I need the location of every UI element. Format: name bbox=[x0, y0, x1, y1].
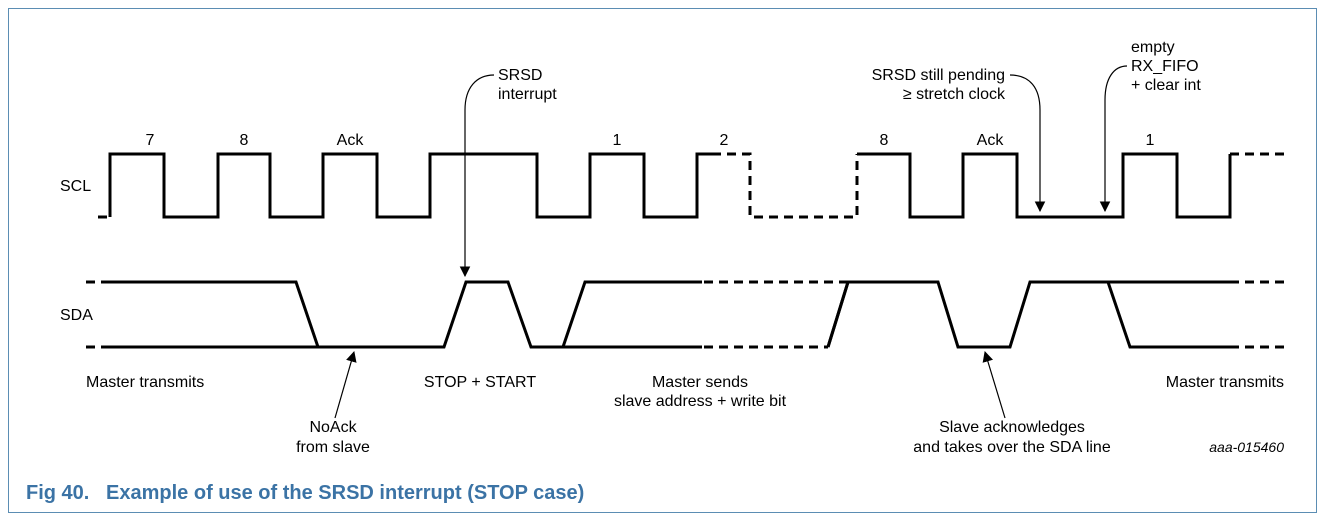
scl-label: SCL bbox=[60, 178, 91, 195]
slave-ack-label-1: Slave acknowledges bbox=[939, 419, 1085, 436]
slave-ack-arrow bbox=[982, 350, 1006, 419]
figure-id: aaa-015460 bbox=[1209, 439, 1284, 455]
noack-arrow bbox=[334, 350, 357, 419]
sda-waveform bbox=[86, 280, 1284, 349]
caption-title: Example of use of the SRSD interrupt (ST… bbox=[106, 482, 585, 504]
slave-ack-label-2: and takes over the SDA line bbox=[913, 439, 1111, 456]
bit-label-ack-b: Ack bbox=[977, 132, 1005, 149]
scl-waveform bbox=[98, 152, 1284, 219]
noack-label-1: NoAck bbox=[309, 419, 357, 436]
srsd-interrupt-label-2: interrupt bbox=[498, 86, 557, 103]
figure-caption: Fig 40. Example of use of the SRSD inter… bbox=[26, 482, 584, 505]
empty-rxfifo-arrow bbox=[1099, 65, 1128, 213]
bit-label-1b: 1 bbox=[1146, 132, 1155, 149]
bit-label-8: 8 bbox=[240, 132, 249, 149]
srsd-interrupt-label-1: SRSD bbox=[498, 67, 542, 84]
bit-label-8b: 8 bbox=[880, 132, 889, 149]
figure-frame bbox=[8, 8, 1317, 513]
caption-number: Fig 40. bbox=[26, 482, 90, 504]
srsd-pending-arrow bbox=[1009, 74, 1046, 213]
timing-diagram: SCL SDA 7 8 Ack 1 2 8 Ack 1 SRSD interru… bbox=[60, 39, 1284, 456]
noack-label-2: from slave bbox=[296, 439, 370, 456]
master-transmits-right: Master transmits bbox=[1166, 374, 1284, 391]
empty-label-2: RX_FIFO bbox=[1131, 58, 1199, 75]
srsd-pending-label-2: ≥ stretch clock bbox=[903, 86, 1006, 103]
master-transmits-left: Master transmits bbox=[86, 374, 204, 391]
srsd-pending-label-1: SRSD still pending bbox=[872, 67, 1005, 84]
empty-label-3: + clear int bbox=[1131, 77, 1201, 94]
master-sends-label-2: slave address + write bit bbox=[614, 393, 787, 410]
stop-start-label: STOP + START bbox=[424, 374, 536, 391]
bit-label-1: 1 bbox=[613, 132, 622, 149]
srsd-interrupt-arrow bbox=[459, 74, 495, 278]
bit-label-ack: Ack bbox=[337, 132, 365, 149]
bit-label-2: 2 bbox=[720, 132, 729, 149]
empty-label-1: empty bbox=[1131, 39, 1175, 56]
sda-label: SDA bbox=[60, 307, 93, 324]
master-sends-label-1: Master sends bbox=[652, 374, 748, 391]
bit-label-7: 7 bbox=[146, 132, 155, 149]
